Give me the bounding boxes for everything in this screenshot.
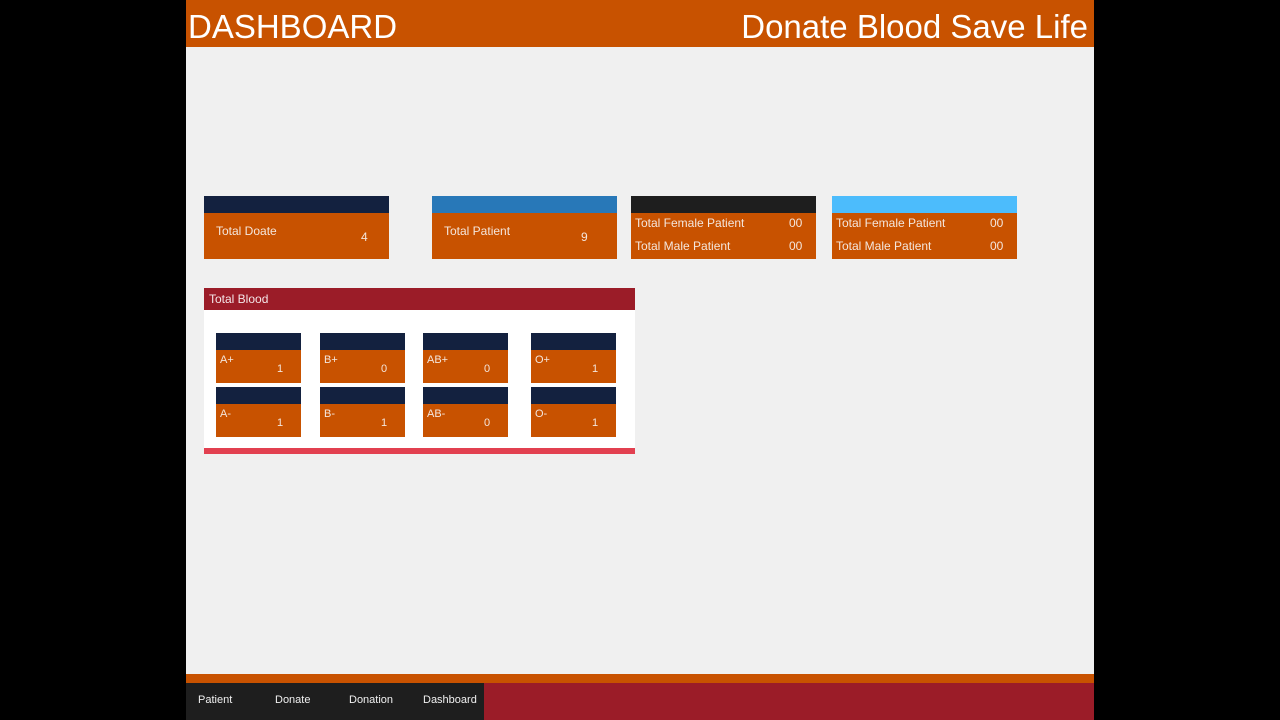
blood-type-label: O+ [535,354,550,366]
blood-type-label: AB+ [427,354,449,366]
blood-tile-ab-positive: AB+ 0 [423,333,508,383]
total-donate-label: Total Doate [216,224,277,238]
header-slogan: Donate Blood Save Life [741,8,1088,45]
tile-accent-bar [216,387,301,404]
blood-type-label: B- [324,408,335,420]
blood-type-count: 0 [484,417,491,429]
nav-item-patient[interactable]: Patient [198,694,233,706]
gender-summary-card-2: Total Female Patient 00 Total Male Patie… [832,196,1017,259]
male-patient-label: Total Male Patient [836,239,932,253]
blood-tile-ab-negative: AB- 0 [423,387,508,437]
blood-type-label: O- [535,408,548,420]
header-bar: DASHBOARD Donate Blood Save Life [186,0,1094,47]
blood-tile-a-negative: A- 1 [216,387,301,437]
total-patient-label: Total Patient [444,224,511,238]
bottom-nav-bar: Patient Donate Donation Dashboard [186,683,1094,720]
blood-type-count: 1 [592,417,599,429]
gender-summary-card-1: Total Female Patient 00 Total Male Patie… [631,196,816,259]
total-blood-header: Total Blood [204,288,635,310]
tile-accent-bar [423,387,508,404]
total-blood-footer-bar [204,448,635,454]
card-accent-bar [631,196,816,213]
blood-type-label: B+ [324,354,338,366]
blood-tile-b-positive: B+ 0 [320,333,405,383]
tile-accent-bar [531,333,616,350]
tile-accent-bar [423,333,508,350]
tile-accent-bar [531,387,616,404]
male-patient-label: Total Male Patient [635,239,731,253]
female-patient-value: 00 [789,216,803,230]
total-blood-panel: Total Blood A+ 1 B+ 0 AB+ 0 O+ 1 A- 1 [204,288,635,454]
tile-accent-bar [216,333,301,350]
nav-item-donation[interactable]: Donation [349,694,394,706]
male-patient-value: 00 [990,239,1004,253]
footer-accent-strip [186,674,1094,683]
blood-type-label: A+ [220,354,234,366]
female-patient-value: 00 [990,216,1004,230]
blood-tile-a-positive: A+ 1 [216,333,301,383]
blood-type-count: 1 [277,363,284,375]
total-patient-card: Total Patient 9 [432,196,617,259]
tile-accent-bar [320,333,405,350]
total-blood-title: Total Blood [209,292,269,306]
card-accent-bar [832,196,1017,213]
blood-type-label: A- [220,408,231,420]
blood-type-label: AB- [427,408,446,420]
blood-type-count: 1 [277,417,284,429]
nav-item-dashboard[interactable]: Dashboard [423,694,477,706]
blood-type-count: 0 [381,363,388,375]
nav-item-donate[interactable]: Donate [275,694,311,706]
blood-type-count: 1 [592,363,599,375]
tile-accent-bar [320,387,405,404]
total-donate-card: Total Doate 4 [204,196,389,259]
dashboard-window: DASHBOARD Donate Blood Save Life Total D… [186,0,1094,720]
total-donate-value: 4 [361,230,368,244]
total-patient-value: 9 [581,230,588,244]
female-patient-label: Total Female Patient [836,216,946,230]
male-patient-value: 00 [789,239,803,253]
card-accent-bar [204,196,389,213]
blood-tile-o-negative: O- 1 [531,387,616,437]
nav-menu: Patient Donate Donation Dashboard [186,683,484,720]
page-title: DASHBOARD [188,8,397,44]
blood-tile-o-positive: O+ 1 [531,333,616,383]
blood-type-count: 1 [381,417,388,429]
female-patient-label: Total Female Patient [635,216,745,230]
blood-type-count: 0 [484,363,491,375]
blood-tile-b-negative: B- 1 [320,387,405,437]
card-accent-bar [432,196,617,213]
